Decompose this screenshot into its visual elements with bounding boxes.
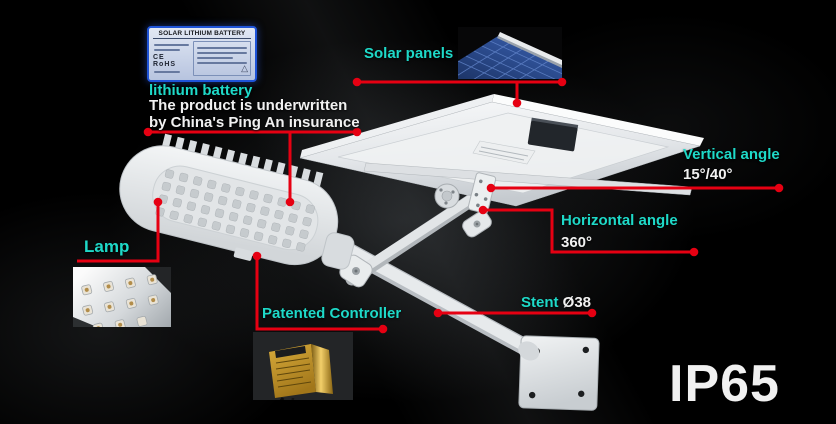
callout-line-vertical-angle: [486, 183, 784, 193]
certification-marks: CE RoHS: [153, 54, 177, 68]
solar-panel-photo: [458, 27, 562, 79]
lamp-label: Lamp: [84, 237, 130, 256]
callout-line-lithium-battery: [143, 127, 362, 207]
lamp-head: [119, 133, 355, 270]
lithium-battery-label: lithium battery: [149, 82, 253, 99]
callout-line-controller: [252, 251, 388, 334]
wall-mount-plate: [518, 335, 600, 411]
stent-diameter-value: Ø38: [562, 294, 592, 311]
battery-label-rule: [153, 38, 251, 39]
patented-controller-label: Patented Controller: [262, 305, 402, 322]
callout-line-horizontal-angle: [478, 205, 699, 257]
solar-panels-label: Solar panels: [364, 45, 454, 62]
stent-label-text: Stent: [521, 294, 559, 311]
insurance-note: The product is underwritten by China's P…: [149, 97, 360, 131]
warning-triangle-icon: △: [241, 63, 248, 73]
vertical-angle-label: Vertical angle: [683, 146, 780, 163]
solar-panel: [299, 94, 704, 207]
insurance-note-line2: by China's Ping An insurance: [149, 113, 360, 131]
battery-box: [527, 117, 579, 152]
horizontal-angle-value: 360°: [561, 234, 593, 251]
battery-label-specs: CE RoHS: [153, 41, 190, 76]
callout-line-solar-panels: [352, 77, 567, 108]
callout-line-lamp: [77, 197, 163, 263]
callout-line-stent: [433, 308, 597, 318]
horizontal-angle-label: Horizontal angle: [561, 212, 678, 229]
stent-label: Stent Ø38: [521, 294, 591, 311]
battery-label-photo: SOLAR LITHIUM BATTERY CE RoHS △: [147, 26, 257, 82]
controller-photo: [253, 332, 353, 400]
vertical-angle-value: 15°/40°: [683, 166, 733, 183]
battery-label-precaution: △: [193, 41, 251, 76]
ip-rating-badge: IP65: [669, 355, 780, 413]
battery-label-title: SOLAR LITHIUM BATTERY: [158, 30, 246, 37]
angle-bracket: [339, 172, 497, 288]
insurance-note-line1: The product is underwritten: [149, 97, 348, 114]
panel-spec-label: [472, 140, 536, 165]
lamp-led-closeup-photo: [73, 267, 171, 327]
